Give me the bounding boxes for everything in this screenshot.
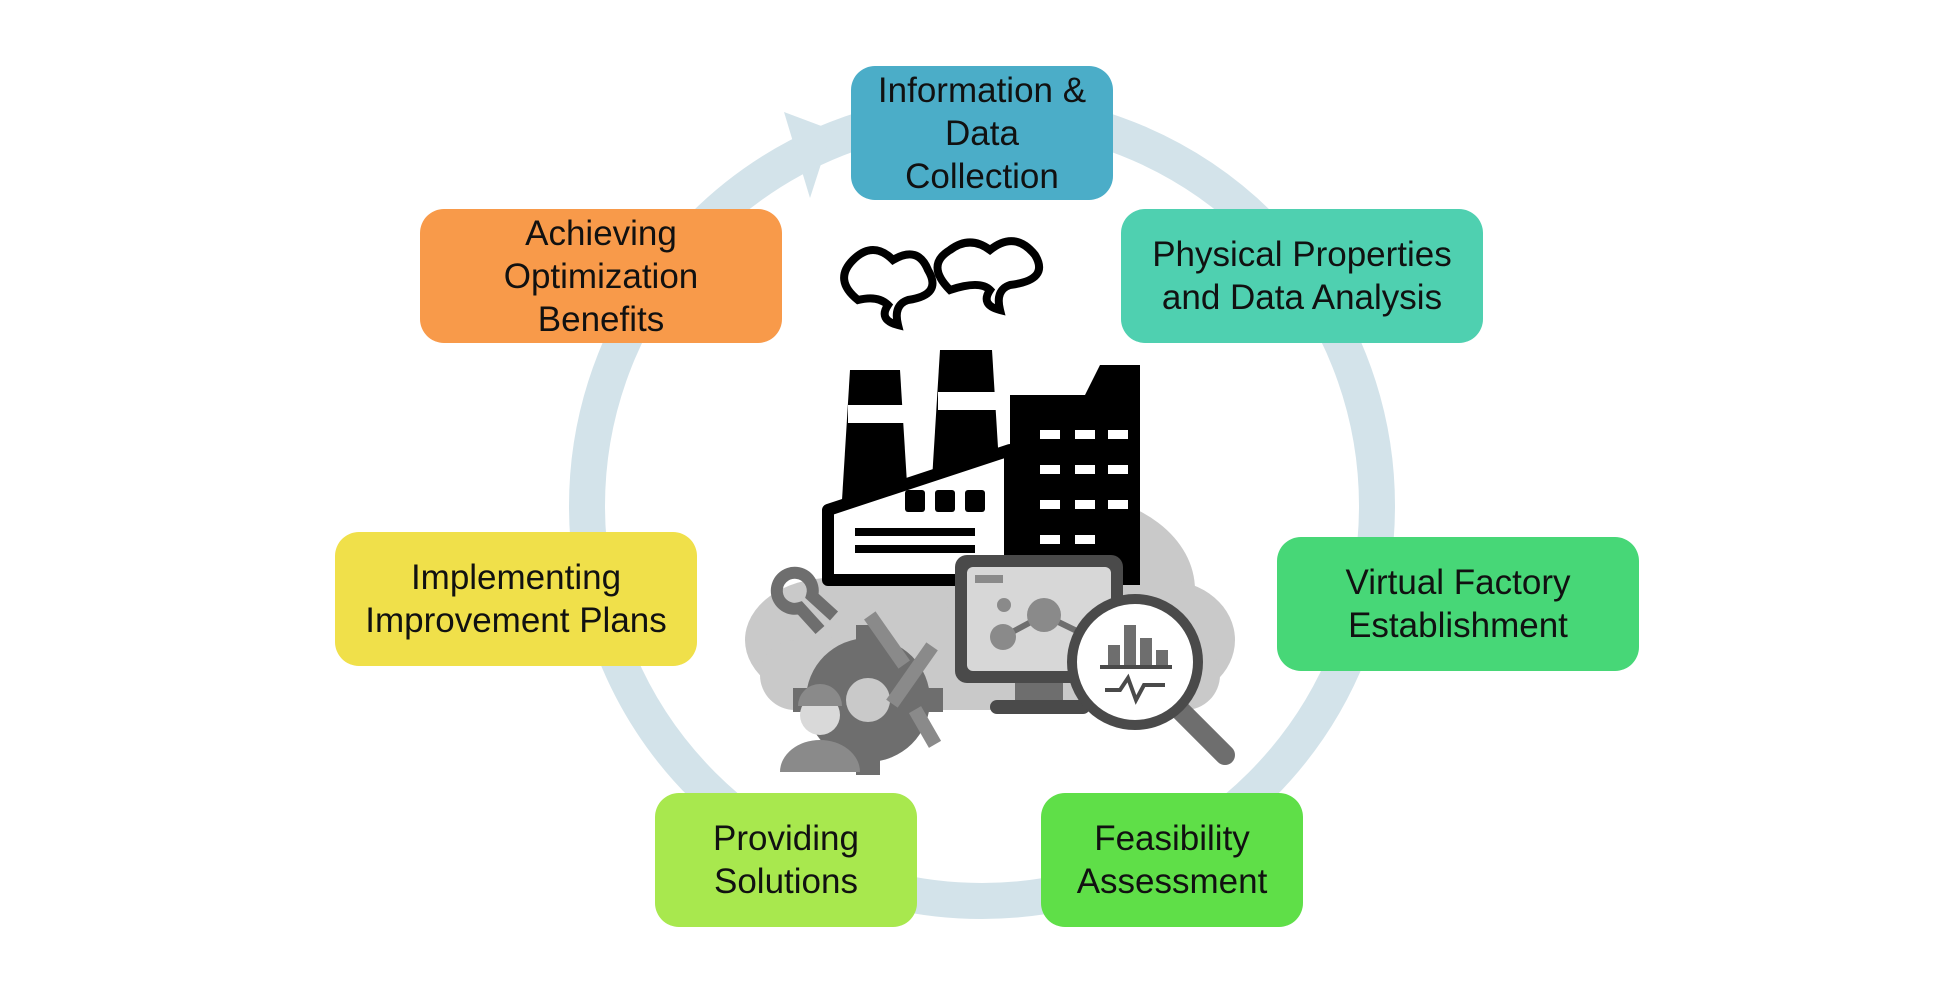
step-implementing-improvement-plans: Implementing Improvement Plans: [335, 532, 697, 666]
step-providing-solutions: Providing Solutions: [655, 793, 917, 927]
step-virtual-factory-establishment: Virtual Factory Establishment: [1277, 537, 1639, 671]
smoke-right: [933, 237, 1044, 316]
magnifier-chart-icon: [1067, 594, 1235, 765]
step-achieving-optimization-benefits: Achieving Optimization Benefits: [420, 209, 782, 343]
step-information-data-collection: Information & Data Collection: [851, 66, 1113, 200]
step-physical-properties-data-analysis: Physical Properties and Data Analysis: [1121, 209, 1483, 343]
step-feasibility-assessment: Feasibility Assessment: [1041, 793, 1303, 927]
factory-icon: [822, 237, 1140, 586]
gear-tools-icon: [770, 566, 943, 775]
center-illustration: [745, 237, 1235, 775]
ring-arrowhead-icon: [784, 112, 832, 198]
smoke-left: [840, 246, 937, 331]
worker-icon: [780, 684, 860, 772]
